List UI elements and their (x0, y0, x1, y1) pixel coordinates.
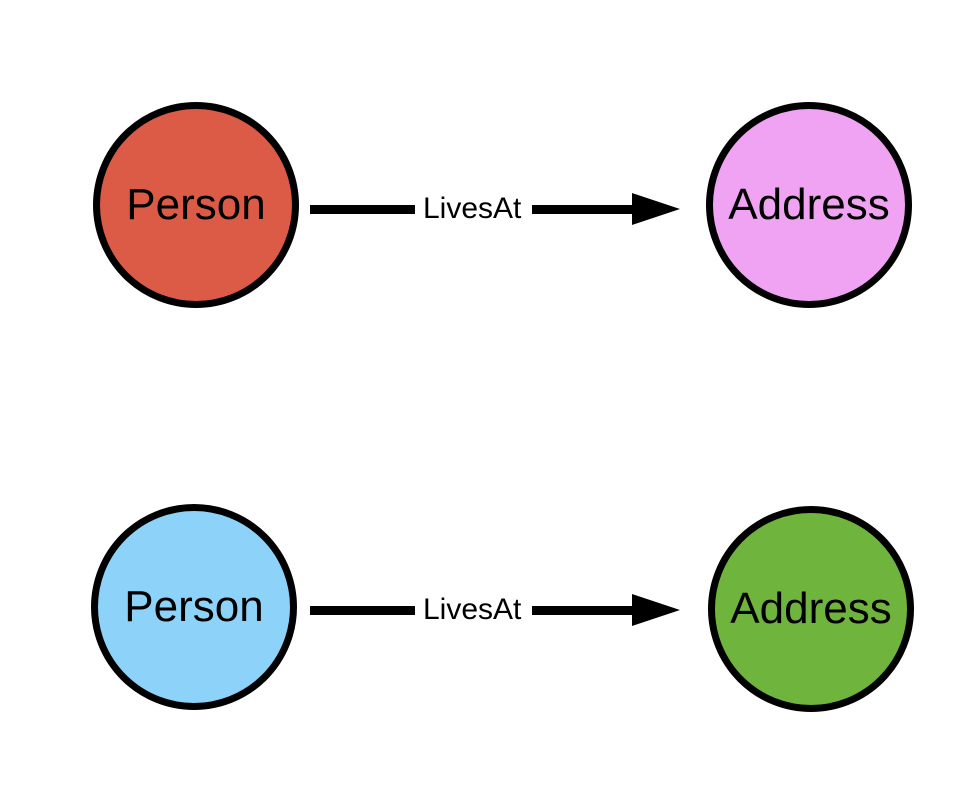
node-label: Address (728, 180, 890, 229)
arrowhead-icon (632, 193, 681, 225)
edge-line-right (532, 605, 633, 615)
node-person-blue: Person (91, 504, 297, 710)
edge-livesat-top: LivesAt (310, 189, 692, 229)
node-person-red: Person (93, 102, 299, 308)
edge-livesat-bottom: LivesAt (310, 590, 692, 630)
edge-label: LivesAt (423, 593, 522, 626)
node-address-green: Address (708, 506, 914, 712)
arrowhead-icon (632, 594, 681, 626)
edge-line-left (310, 204, 415, 214)
node-label: Person (126, 180, 266, 229)
edge-label: LivesAt (423, 192, 522, 225)
edge-line-right (532, 204, 633, 214)
node-label: Address (730, 584, 892, 633)
node-address-pink: Address (706, 102, 912, 308)
node-label: Person (124, 582, 264, 631)
edge-line-left (310, 605, 415, 615)
